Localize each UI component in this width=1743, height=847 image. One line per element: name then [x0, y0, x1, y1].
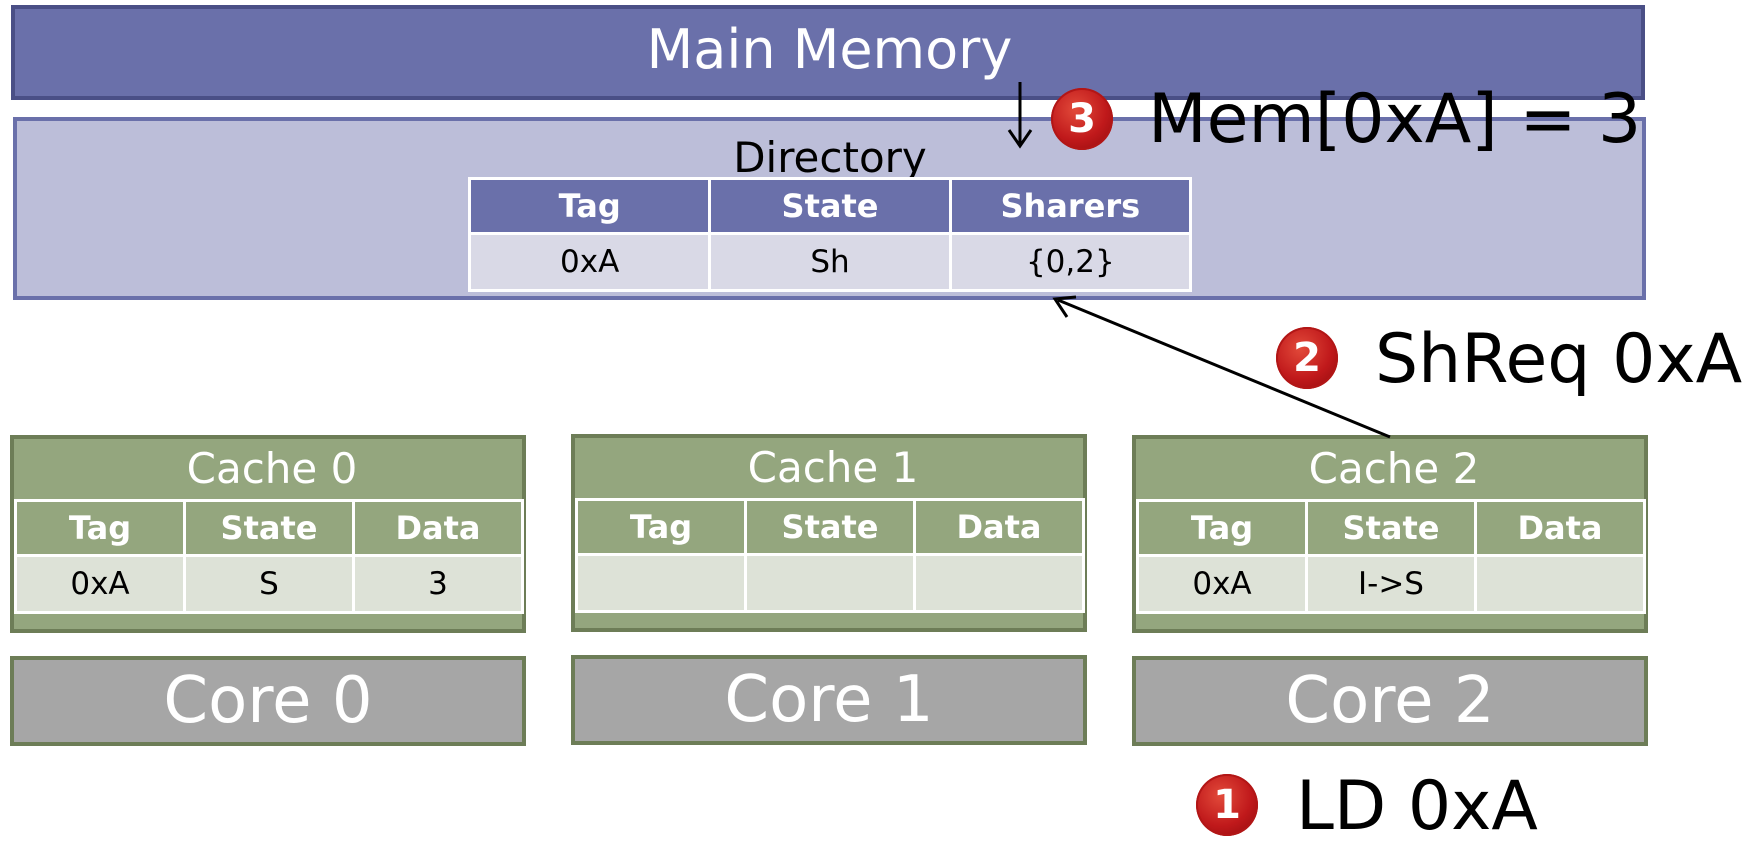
cache-1-header-data: Data	[913, 498, 1085, 556]
cache-0-cell-state: S	[183, 554, 355, 614]
cache-2-table: Tag State Data 0xA I->S	[1136, 499, 1646, 614]
cache-0-header-data: Data	[352, 499, 524, 557]
cache-2-cell-state: I->S	[1305, 554, 1477, 614]
directory-cell-sharers: {0,2}	[948, 232, 1193, 292]
directory-title: Directory	[733, 133, 927, 182]
step-2-badge: 2	[1276, 327, 1338, 389]
main-memory-label: Main Memory	[646, 18, 1013, 81]
cache-0-cell-data: 3	[352, 554, 524, 614]
cache-2-cell-tag: 0xA	[1136, 554, 1308, 614]
cache-1-cell-tag	[575, 553, 747, 613]
cache-2-cell-data	[1474, 554, 1646, 614]
cache-1-row	[575, 553, 1085, 613]
directory-header-sharers: Sharers	[948, 177, 1193, 235]
step-1-text: LD 0xA	[1296, 767, 1538, 846]
cache-2-header-row: Tag State Data	[1136, 499, 1646, 557]
cache-1-header-tag: Tag	[575, 498, 747, 556]
directory-header-row: Tag State Sharers	[467, 177, 1193, 235]
cache-0-header-tag: Tag	[14, 499, 186, 557]
cache-0-row: 0xA S 3	[14, 554, 524, 614]
directory-header-tag: Tag	[467, 177, 712, 235]
directory-header-state: State	[708, 177, 952, 235]
cache-1: Cache 1 Tag State Data	[571, 434, 1087, 632]
step-3-badge: 3	[1051, 88, 1113, 150]
cache-0-header-row: Tag State Data	[14, 499, 524, 557]
cache-2: Cache 2 Tag State Data 0xA I->S	[1132, 435, 1648, 633]
core-2: Core 2	[1132, 656, 1648, 746]
cache-0-table: Tag State Data 0xA S 3	[14, 499, 524, 614]
core-0: Core 0	[10, 656, 526, 746]
cache-1-title: Cache 1	[747, 443, 919, 492]
step-2-text: ShReq 0xA	[1375, 320, 1743, 399]
directory-table: Tag State Sharers 0xA Sh {0,2}	[467, 177, 1193, 292]
cache-1-header-state: State	[744, 498, 916, 556]
step-1-badge: 1	[1196, 774, 1258, 836]
core-1: Core 1	[571, 655, 1087, 745]
cache-2-title: Cache 2	[1308, 444, 1480, 493]
cache-2-header-state: State	[1305, 499, 1477, 557]
cache-0: Cache 0 Tag State Data 0xA S 3	[10, 435, 526, 633]
directory-cell-state: Sh	[708, 232, 952, 292]
cache-0-cell-tag: 0xA	[14, 554, 186, 614]
directory-cell-tag: 0xA	[467, 232, 712, 292]
arrow-cache2-to-directory	[1052, 295, 1391, 439]
directory-row: 0xA Sh {0,2}	[467, 232, 1193, 292]
cache-1-header-row: Tag State Data	[575, 498, 1085, 556]
cache-1-table: Tag State Data	[575, 498, 1085, 613]
cache-0-header-state: State	[183, 499, 355, 557]
cache-0-title: Cache 0	[186, 444, 358, 493]
cache-2-row: 0xA I->S	[1136, 554, 1646, 614]
arrow-mem-to-directory	[1007, 82, 1033, 149]
cache-1-cell-state	[744, 553, 916, 613]
main-memory-block	[11, 5, 1645, 100]
cache-2-header-tag: Tag	[1136, 499, 1308, 557]
step-3-text: Mem[0xA] = 3	[1148, 80, 1642, 159]
cache-1-cell-data	[913, 553, 1085, 613]
cache-2-header-data: Data	[1474, 499, 1646, 557]
